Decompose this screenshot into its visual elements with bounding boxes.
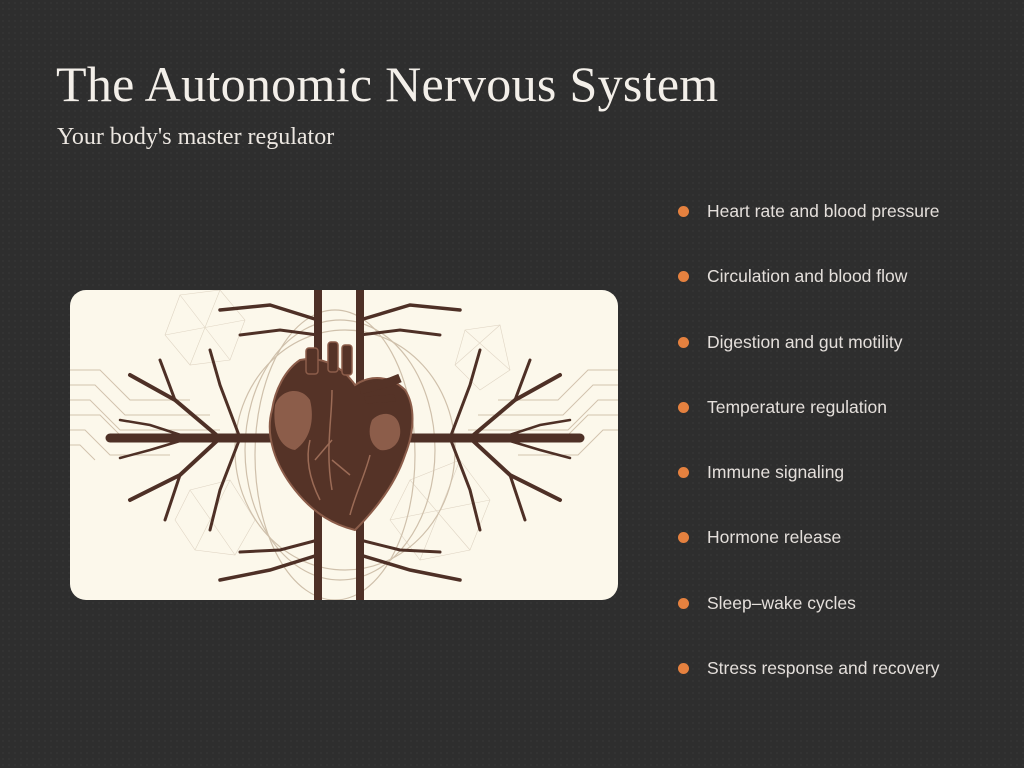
bullet-label: Digestion and gut motility: [707, 331, 903, 352]
bullet-label: Circulation and blood flow: [707, 266, 908, 287]
list-item: Sleep–wake cycles: [678, 591, 940, 656]
list-item: Digestion and gut motility: [678, 330, 940, 395]
bullet-label: Sleep–wake cycles: [707, 592, 856, 613]
bullet-dot-icon: [678, 401, 689, 413]
bullet-dot-icon: [678, 336, 689, 348]
bullet-label: Hormone release: [707, 527, 842, 548]
list-item: Temperature regulation: [678, 395, 940, 460]
slide-subtitle: Your body's master regulator: [57, 124, 335, 150]
slide-title: The Autonomic Nervous System: [56, 56, 719, 112]
bullet-dot-icon: [678, 597, 689, 609]
list-item: Immune signaling: [678, 460, 940, 525]
list-item: Stress response and recovery: [678, 656, 940, 721]
bullet-list: Heart rate and blood pressure Circulatio…: [678, 199, 940, 721]
bullet-label: Immune signaling: [707, 462, 845, 483]
bullet-dot-icon: [678, 206, 689, 217]
list-item: Circulation and blood flow: [678, 264, 940, 329]
bullet-label: Temperature regulation: [707, 396, 887, 417]
bullet-label: Stress response and recovery: [707, 658, 940, 679]
bullet-label: Heart rate and blood pressure: [707, 201, 940, 221]
bullet-dot-icon: [678, 271, 689, 283]
bullet-dot-icon: [678, 532, 689, 544]
list-item: Hormone release: [678, 525, 940, 590]
bullet-dot-icon: [678, 663, 689, 675]
heart-nerve-illustration-icon: [70, 290, 618, 600]
list-item: Heart rate and blood pressure: [678, 199, 940, 264]
bullet-dot-icon: [678, 467, 689, 479]
heart-illustration-panel: [70, 290, 618, 600]
